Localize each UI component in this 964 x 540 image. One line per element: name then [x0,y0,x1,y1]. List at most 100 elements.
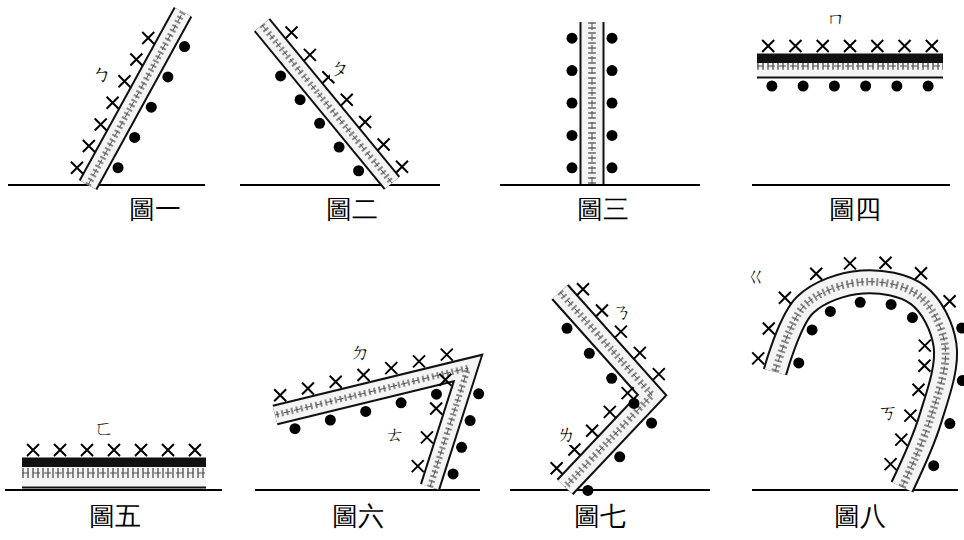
stem-texture [275,368,468,487]
part-letter: ㄉ [350,342,371,363]
dot-mark [295,94,306,105]
stem-fill [757,56,943,77]
stem-texture [757,62,943,70]
stem-outline [275,368,468,487]
stem-outline [560,292,652,487]
stem-fill [582,22,603,184]
stem-vein [592,22,593,184]
cross-mark [779,292,791,304]
stem-vein [775,282,946,487]
cross-mark [357,369,369,381]
cross-mark [926,40,938,52]
figure-caption: 圖四 [829,196,881,225]
ground-line [255,489,480,491]
cross-mark [622,387,634,399]
stem-outline [88,12,183,185]
dot-mark [179,41,190,52]
cross-mark [302,382,314,394]
cross-mark [895,434,907,446]
dot-mark [162,71,173,82]
dot-mark [807,324,818,335]
cross-marks [286,27,409,173]
dot-marks [113,41,190,173]
dot-mark [944,418,955,429]
cross-mark [844,257,856,269]
dot-mark [607,162,618,173]
stem-vein [275,368,468,487]
cross-mark [421,431,433,443]
dot-mark [957,375,964,386]
dot-mark [567,130,578,141]
dot-mark [614,451,625,462]
dot-mark [567,162,578,173]
figure-caption: 圖五 [89,503,141,532]
cross-mark [27,444,39,456]
cross-mark [880,257,892,269]
stem-texture [588,22,596,184]
dot-mark [567,33,578,44]
dot-marks [928,323,964,472]
stem-texture [88,12,183,185]
cross-mark [142,32,154,44]
dot-mark [353,165,364,176]
part-letter: ㄎ [878,402,899,423]
cross-mark [162,444,174,456]
dot-mark [923,81,934,92]
cross-mark [135,444,147,456]
dot-mark [289,423,300,434]
cross-mark [118,75,130,87]
dot-mark [956,323,964,334]
dot-mark [448,468,459,479]
part-letter: ㄈ [94,418,115,439]
cross-mark [904,410,916,422]
cross-mark [586,425,598,437]
stem-band [757,59,943,66]
dot-mark [629,398,640,409]
stem-vein [88,12,183,185]
part-letter: ㄆ [330,58,351,79]
cross-mark [130,54,142,66]
stem-band [275,368,468,487]
dot-mark [907,312,918,323]
dot-marks [567,33,578,174]
cross-mark [385,362,397,374]
dot-marks [793,297,918,369]
cross-mark [915,267,927,279]
stem-vein [262,25,392,183]
cross-mark [274,389,286,401]
stem-band [560,292,652,487]
ground-line [510,489,710,491]
dot-mark [314,118,325,129]
dot-marks [275,70,364,176]
cross-mark [439,374,451,386]
dot-mark [431,389,442,400]
stem-texture [560,292,652,487]
cross-marks [577,283,665,380]
cross-marks [551,387,634,474]
dot-mark [646,418,657,429]
dot-mark [798,81,809,92]
stem-vein [560,292,652,487]
cross-mark [912,384,924,396]
cross-mark [918,360,930,372]
cross-marks [412,374,452,472]
dot-mark [607,33,618,44]
stem-outline [775,282,946,487]
dot-mark [456,442,467,453]
cross-mark [763,323,775,335]
cross-mark [551,462,563,474]
dot-mark [561,323,572,334]
ground-line [5,489,222,491]
cross-mark [54,444,66,456]
dot-mark [607,98,618,109]
figure-caption: 圖六 [332,503,384,532]
cross-mark [899,40,911,52]
dot-mark [360,406,371,417]
cross-mark [189,444,201,456]
dot-mark [793,357,804,368]
dot-mark [325,415,336,426]
cross-mark [944,295,956,307]
stem-texture [22,468,206,478]
